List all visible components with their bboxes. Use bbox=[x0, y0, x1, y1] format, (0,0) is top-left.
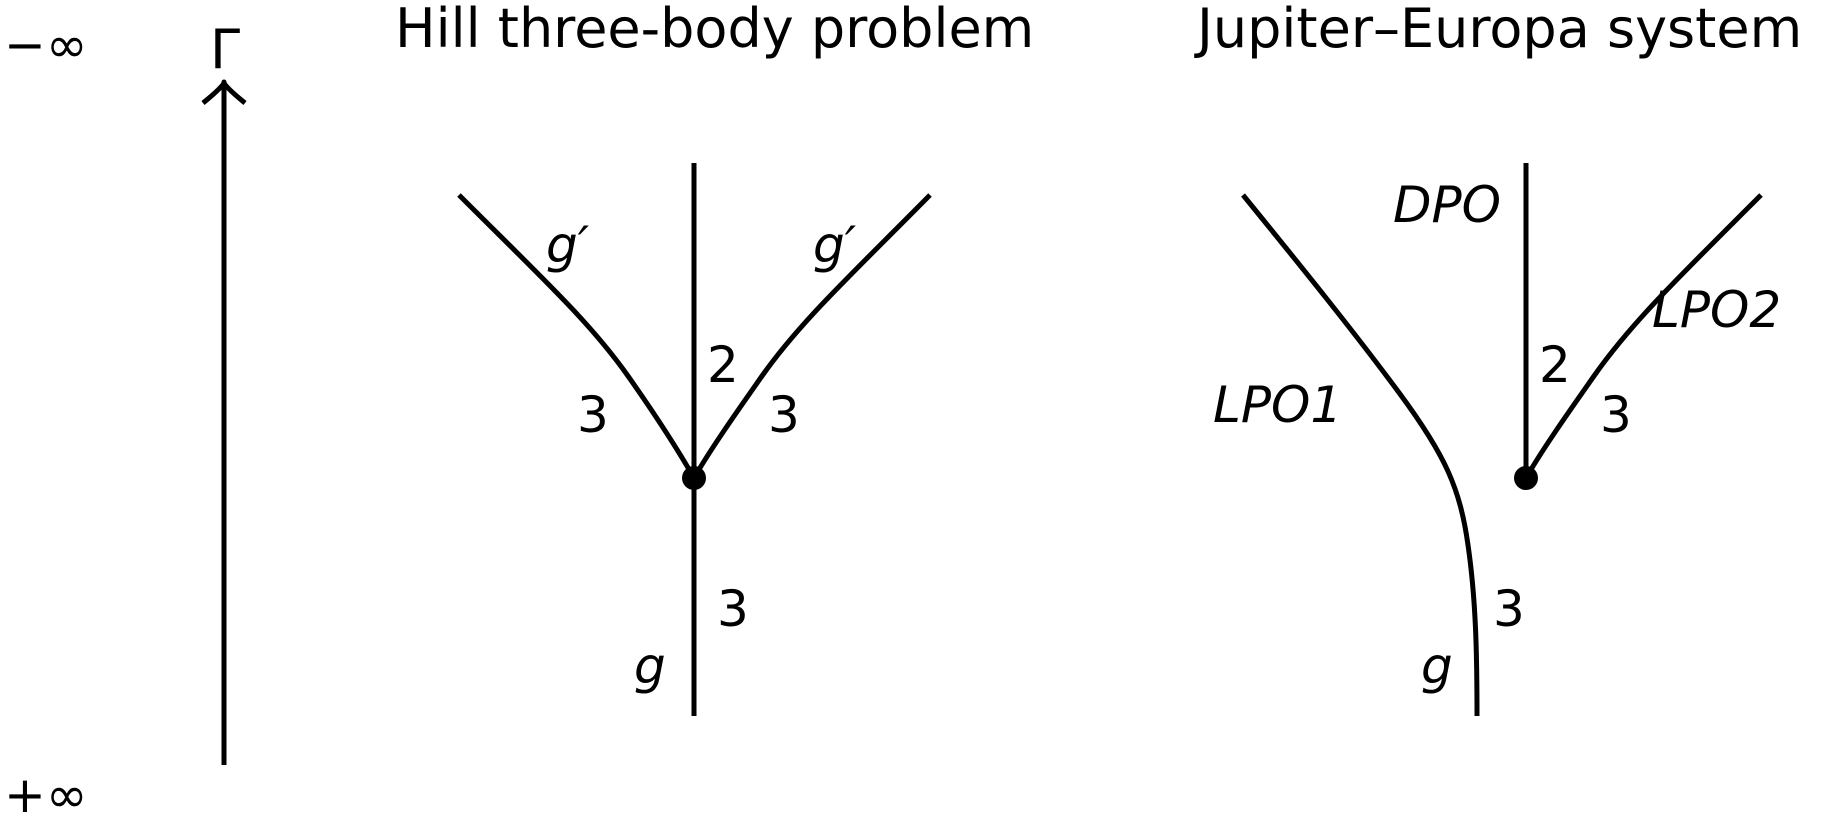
hill-num-right: 3 bbox=[768, 386, 800, 444]
jupiter-europa-panel-title: Jupiter–Europa system bbox=[1194, 0, 1802, 60]
je-dpo-label: DPO bbox=[1393, 176, 1501, 234]
je-num-right: 3 bbox=[1600, 386, 1632, 444]
hill-panel-title: Hill three-body problem bbox=[395, 0, 1034, 60]
je-bifurcation-point bbox=[1514, 466, 1538, 490]
jupiter-europa-panel: Jupiter–Europa system DPO LPO2 LPO1 2 3 … bbox=[1194, 0, 1802, 717]
je-lpo1-branch bbox=[1241, 193, 1480, 717]
je-lpo1-label: LPO1 bbox=[1213, 376, 1342, 434]
hill-num-center: 2 bbox=[707, 336, 739, 394]
hill-g-prime-left-label: g′ bbox=[546, 216, 590, 274]
hill-right-branch bbox=[691, 193, 932, 480]
je-lpo2-label: LPO2 bbox=[1652, 281, 1781, 339]
hill-num-lower: 3 bbox=[717, 580, 749, 638]
plus-infinity-label: +∞ bbox=[4, 766, 88, 820]
je-lpo2-branch bbox=[1523, 193, 1763, 480]
hill-g-label: g bbox=[634, 637, 666, 695]
je-num-lower: 3 bbox=[1493, 580, 1525, 638]
hill-num-left: 3 bbox=[577, 386, 609, 444]
je-num-center: 2 bbox=[1539, 336, 1571, 394]
hill-panel: Hill three-body problem g′ g′ 2 3 3 3 g bbox=[395, 0, 1034, 716]
gamma-symbol-label: Γ bbox=[210, 18, 240, 81]
je-g-label: g bbox=[1421, 637, 1453, 695]
hill-g-prime-right-label: g′ bbox=[813, 216, 857, 274]
gamma-axis-arrowhead-icon bbox=[201, 79, 247, 105]
gamma-axis: −∞ Γ +∞ bbox=[4, 16, 247, 820]
minus-infinity-label: −∞ bbox=[4, 16, 88, 74]
hill-bifurcation-point bbox=[682, 466, 706, 490]
hill-left-branch bbox=[457, 193, 697, 480]
